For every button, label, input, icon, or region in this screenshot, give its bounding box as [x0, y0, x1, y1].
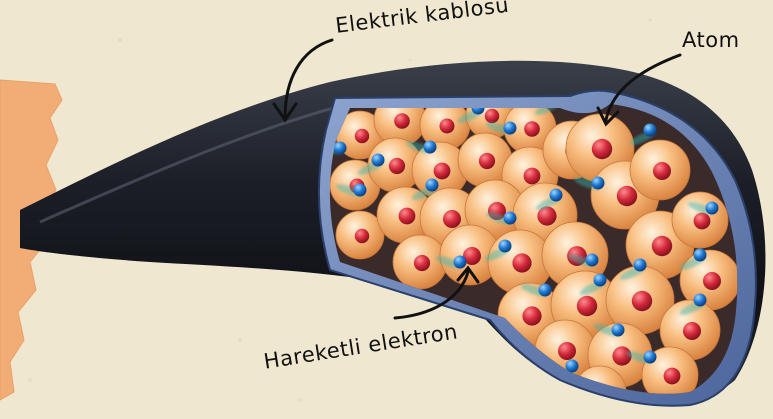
- electron: [694, 294, 707, 307]
- electron: [372, 154, 385, 167]
- electron: [612, 324, 625, 337]
- electron: [504, 122, 517, 135]
- atom-nucleus: [558, 342, 576, 360]
- atom-nucleus: [694, 213, 711, 230]
- electron: [424, 141, 437, 154]
- electron: [706, 202, 719, 215]
- atom-nucleus: [524, 121, 540, 137]
- atom-nucleus: [512, 253, 531, 272]
- atom-nucleus: [577, 296, 597, 316]
- atom-nucleus: [485, 109, 499, 123]
- electron: [454, 256, 467, 269]
- electron: [504, 212, 517, 225]
- electron: [426, 179, 439, 192]
- atom-nucleus: [399, 208, 416, 225]
- atom-nucleus: [703, 272, 721, 290]
- atom-nucleus: [617, 186, 637, 206]
- electron: [694, 249, 707, 262]
- atom-nucleus: [479, 153, 495, 169]
- electron: [550, 189, 563, 202]
- atom-nucleus: [632, 291, 652, 311]
- atom-nucleus: [652, 236, 672, 256]
- electron: [499, 240, 512, 253]
- electron: [634, 259, 647, 272]
- atom-nucleus: [664, 368, 681, 385]
- atom-nucleus: [434, 163, 451, 180]
- atom-nucleus: [389, 158, 405, 174]
- atom-nucleus: [355, 129, 369, 143]
- atom-nucleus: [443, 210, 461, 228]
- atom-nucleus: [355, 229, 369, 243]
- atom-nucleus: [592, 139, 612, 159]
- electron: [592, 177, 605, 190]
- electron: [644, 124, 657, 137]
- atom-nucleus: [440, 119, 455, 134]
- atom-nucleus: [683, 322, 701, 340]
- electron: [539, 284, 552, 297]
- electron: [594, 274, 607, 287]
- atom-nucleus: [414, 255, 430, 271]
- atom-nucleus: [653, 162, 671, 180]
- atom-nucleus: [522, 306, 541, 325]
- atom-label: Atom: [682, 28, 740, 52]
- electron: [586, 254, 599, 267]
- electron: [644, 351, 657, 364]
- atom-nucleus: [394, 113, 410, 129]
- electron: [354, 184, 367, 197]
- atom-nucleus: [524, 168, 541, 185]
- electron: [334, 142, 347, 155]
